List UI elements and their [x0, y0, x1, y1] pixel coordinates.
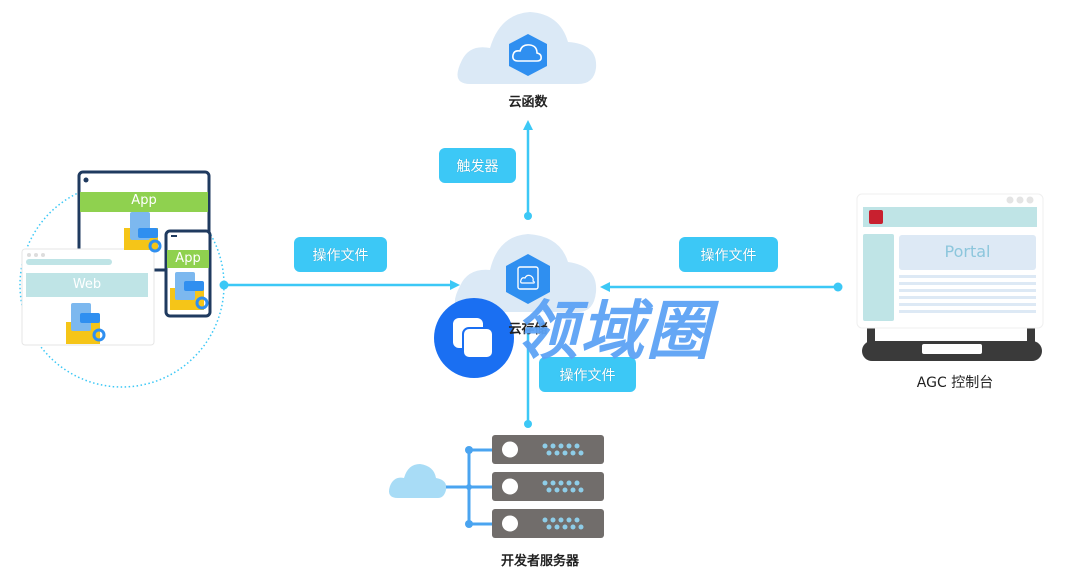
watermark-text: 领域圈: [514, 295, 712, 369]
agc-console-label: AGC 控制台: [916, 375, 994, 391]
server-rack-icon: [492, 435, 604, 464]
server-operate-files-tag: 操作文件: [539, 357, 636, 392]
sdk-packet-icon: [170, 272, 209, 310]
cloud-storage-label: 云存储: [508, 322, 548, 337]
arrow-left-icon: [600, 282, 610, 292]
server-rack-icon: [492, 472, 604, 501]
watermark-logo-icon: [434, 298, 514, 378]
arrow-right-icon: [450, 280, 460, 290]
cloud-function-icon: [509, 34, 547, 76]
cloud-functions-node: [457, 12, 597, 84]
clients-group-outline: [19, 182, 225, 388]
arrow-up-icon: [523, 120, 533, 130]
web-label: Web: [72, 277, 102, 292]
console-operate-files-tag: 操作文件: [679, 237, 778, 272]
cloud-functions-label: 云函数: [508, 95, 548, 110]
sdk-packet-icon: [124, 212, 162, 253]
app-phone-label: App: [175, 251, 201, 266]
server-rack-icon: [492, 509, 604, 538]
web-window: [21, 248, 155, 346]
clients-operate-files-tag: 操作文件: [294, 237, 387, 272]
cloud-icon: [389, 464, 447, 498]
cloud-storage-node: [454, 234, 597, 312]
developer-server-node: [389, 435, 604, 538]
agc-console-laptop: [856, 193, 1044, 361]
portal-label: Portal: [944, 242, 991, 261]
cloud-storage-icon: [506, 254, 550, 304]
trigger-tag: 触发器: [439, 148, 516, 183]
developer-server-label: 开发者服务器: [500, 554, 579, 569]
sdk-packet-icon: [66, 303, 106, 344]
huawei-logo-icon: [869, 210, 883, 224]
app-tablet-label: App: [131, 193, 157, 208]
